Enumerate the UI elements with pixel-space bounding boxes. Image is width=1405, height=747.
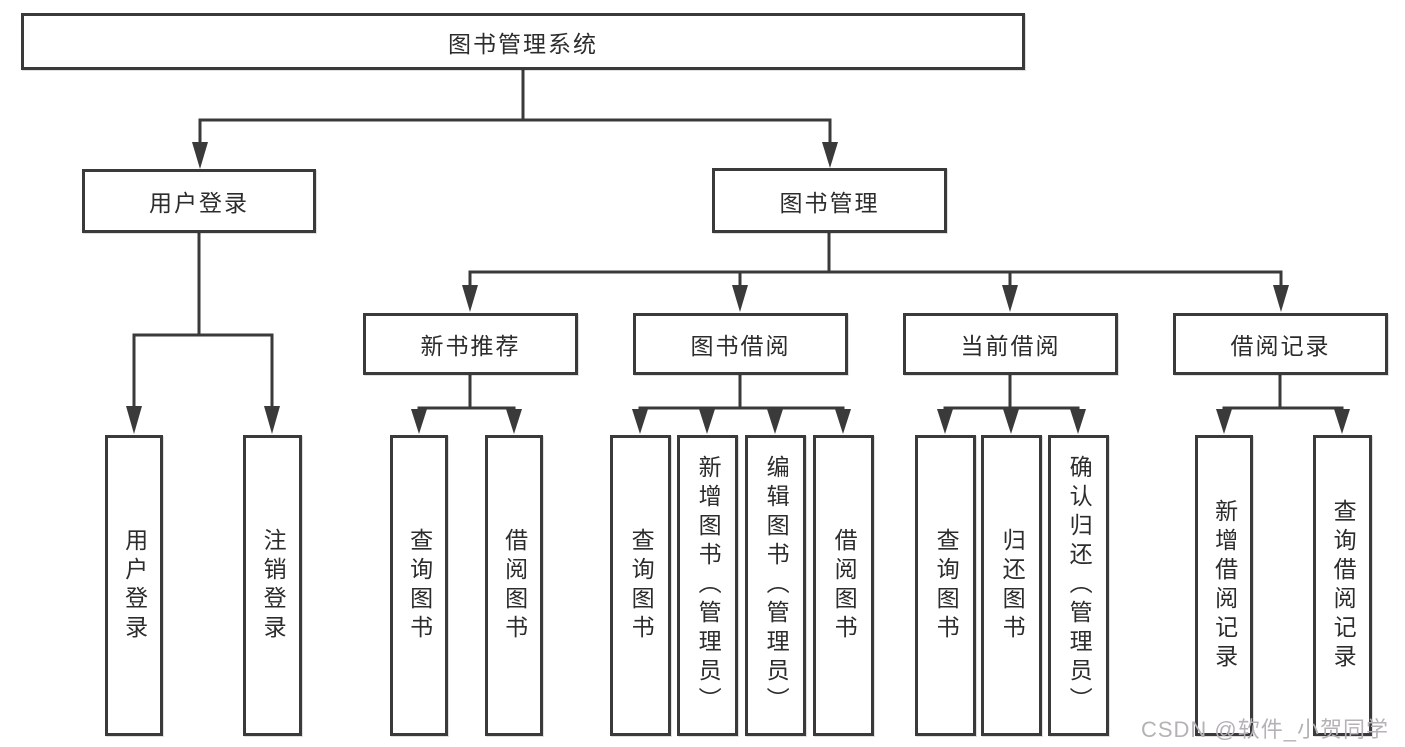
- leaf-add-borrow-record-label: 新增借阅记录: [1211, 498, 1238, 673]
- leaf-return-book-label: 归还图书: [999, 527, 1026, 644]
- leaf-confirm-return-admin: 确认归还（管理员）: [1048, 435, 1109, 736]
- node-new-book-recommend: 新书推荐: [363, 313, 578, 375]
- leaf-add-borrow-record: 新增借阅记录: [1195, 435, 1253, 736]
- leaf-return-book: 归还图书: [981, 435, 1042, 736]
- node-book-management-label: 图书管理: [779, 189, 880, 216]
- node-borrow-records-label: 借阅记录: [1230, 333, 1331, 359]
- leaf-add-book-admin: 新增图书（管理员）: [677, 435, 738, 736]
- leaf-query-borrow-record: 查询借阅记录: [1313, 435, 1372, 736]
- node-current-borrow: 当前借阅: [903, 313, 1118, 375]
- leaf-borrow-books-1-label: 借阅图书: [501, 527, 528, 644]
- node-book-borrow-label: 图书借阅: [690, 333, 791, 359]
- leaf-query-books-2: 查询图书: [610, 435, 671, 736]
- leaf-query-books-3: 查询图书: [915, 435, 976, 736]
- leaf-query-books-1-label: 查询图书: [406, 527, 433, 644]
- leaf-query-books-1: 查询图书: [390, 435, 448, 736]
- leaf-edit-book-admin: 编辑图书（管理员）: [745, 435, 806, 736]
- node-user-login: 用户登录: [82, 169, 316, 233]
- leaf-query-borrow-record-label: 查询借阅记录: [1330, 498, 1357, 673]
- leaf-confirm-return-admin-label: 确认归还（管理员）: [1066, 455, 1093, 716]
- leaf-add-book-admin-label: 新增图书（管理员）: [695, 455, 722, 716]
- node-new-book-recommend-label: 新书推荐: [420, 333, 521, 359]
- leaf-borrow-books-2-label: 借阅图书: [831, 527, 858, 644]
- leaf-borrow-books-1: 借阅图书: [485, 435, 543, 736]
- node-root-label: 图书管理系统: [448, 30, 598, 57]
- leaf-borrow-books-2: 借阅图书: [813, 435, 874, 736]
- node-root: 图书管理系统: [21, 13, 1025, 70]
- leaf-user-login: 用户登录: [105, 435, 163, 736]
- leaf-query-books-3-label: 查询图书: [933, 527, 960, 644]
- leaf-edit-book-admin-label: 编辑图书（管理员）: [763, 455, 790, 716]
- leaf-user-login-label: 用户登录: [121, 527, 148, 644]
- node-user-login-label: 用户登录: [149, 190, 249, 216]
- leaf-logout: 注销登录: [243, 435, 302, 736]
- node-book-management: 图书管理: [712, 168, 947, 233]
- leaf-query-books-2-label: 查询图书: [628, 527, 655, 644]
- node-borrow-records: 借阅记录: [1173, 313, 1388, 375]
- csdn-watermark: CSDN @软件_小贺同学: [1140, 717, 1389, 742]
- leaf-logout-label: 注销登录: [260, 527, 287, 644]
- node-current-borrow-label: 当前借阅: [960, 333, 1061, 359]
- node-book-borrow: 图书借阅: [633, 313, 848, 375]
